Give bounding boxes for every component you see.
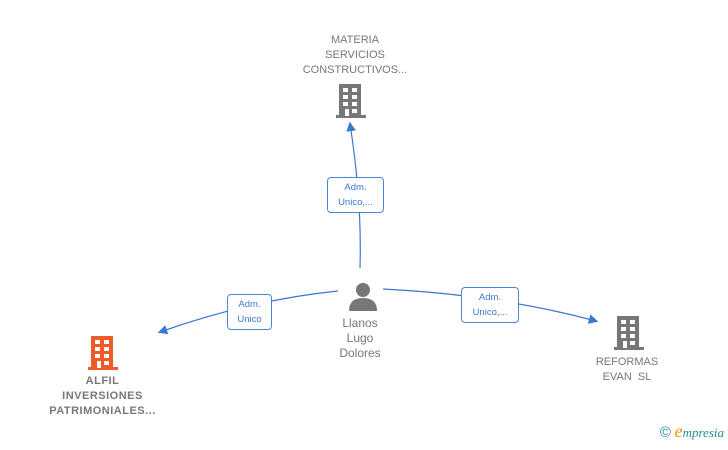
building-icon[interactable] <box>334 84 368 118</box>
label-line: Llanos <box>342 316 378 330</box>
copyright-icon: © <box>659 424 671 441</box>
edge-label-alfil[interactable]: Adm. Unico <box>227 294 272 330</box>
edge-label-materia[interactable]: Adm. Unico,... <box>327 177 384 213</box>
edge-text: Adm. <box>238 299 261 310</box>
edge-text: Unico <box>237 314 262 325</box>
node-reformas-label[interactable]: REFORMAS EVAN SL <box>577 355 677 385</box>
node-person-label[interactable]: Llanos Lugo Dolores <box>320 316 400 361</box>
label-line: INVERSIONES <box>62 390 143 402</box>
node-materia-label[interactable]: MATERIA SERVICIOS CONSTRUCTIVOS... <box>270 33 440 78</box>
edge-text: Adm. <box>344 182 367 193</box>
edge-text: Unico,... <box>338 197 373 208</box>
building-icon[interactable] <box>612 316 646 350</box>
edge-label-reformas[interactable]: Adm. Unico,... <box>461 287 519 323</box>
label-line: REFORMAS <box>595 356 659 368</box>
edge-text: Unico,... <box>472 307 508 318</box>
label-line: MATERIA <box>330 34 380 46</box>
label-line: CONSTRUCTIVOS... <box>302 64 408 76</box>
label-line: SERVICIOS <box>325 49 385 61</box>
label-line: ALFIL <box>85 375 120 387</box>
label-line: Dolores <box>339 346 381 360</box>
brand-initial: e <box>674 421 683 441</box>
node-alfil-label[interactable]: ALFIL INVERSIONES PATRIMONIALES... <box>20 374 185 419</box>
building-icon[interactable] <box>86 336 120 370</box>
brand-name: mpresia <box>682 425 724 440</box>
label-line: Lugo <box>346 331 374 345</box>
label-line: EVAN SL <box>602 371 652 383</box>
edge-text: Adm. <box>478 292 502 303</box>
label-line: PATRIMONIALES... <box>49 405 156 417</box>
empresia-logo: © empresia <box>660 421 724 442</box>
person-icon[interactable] <box>347 281 379 311</box>
